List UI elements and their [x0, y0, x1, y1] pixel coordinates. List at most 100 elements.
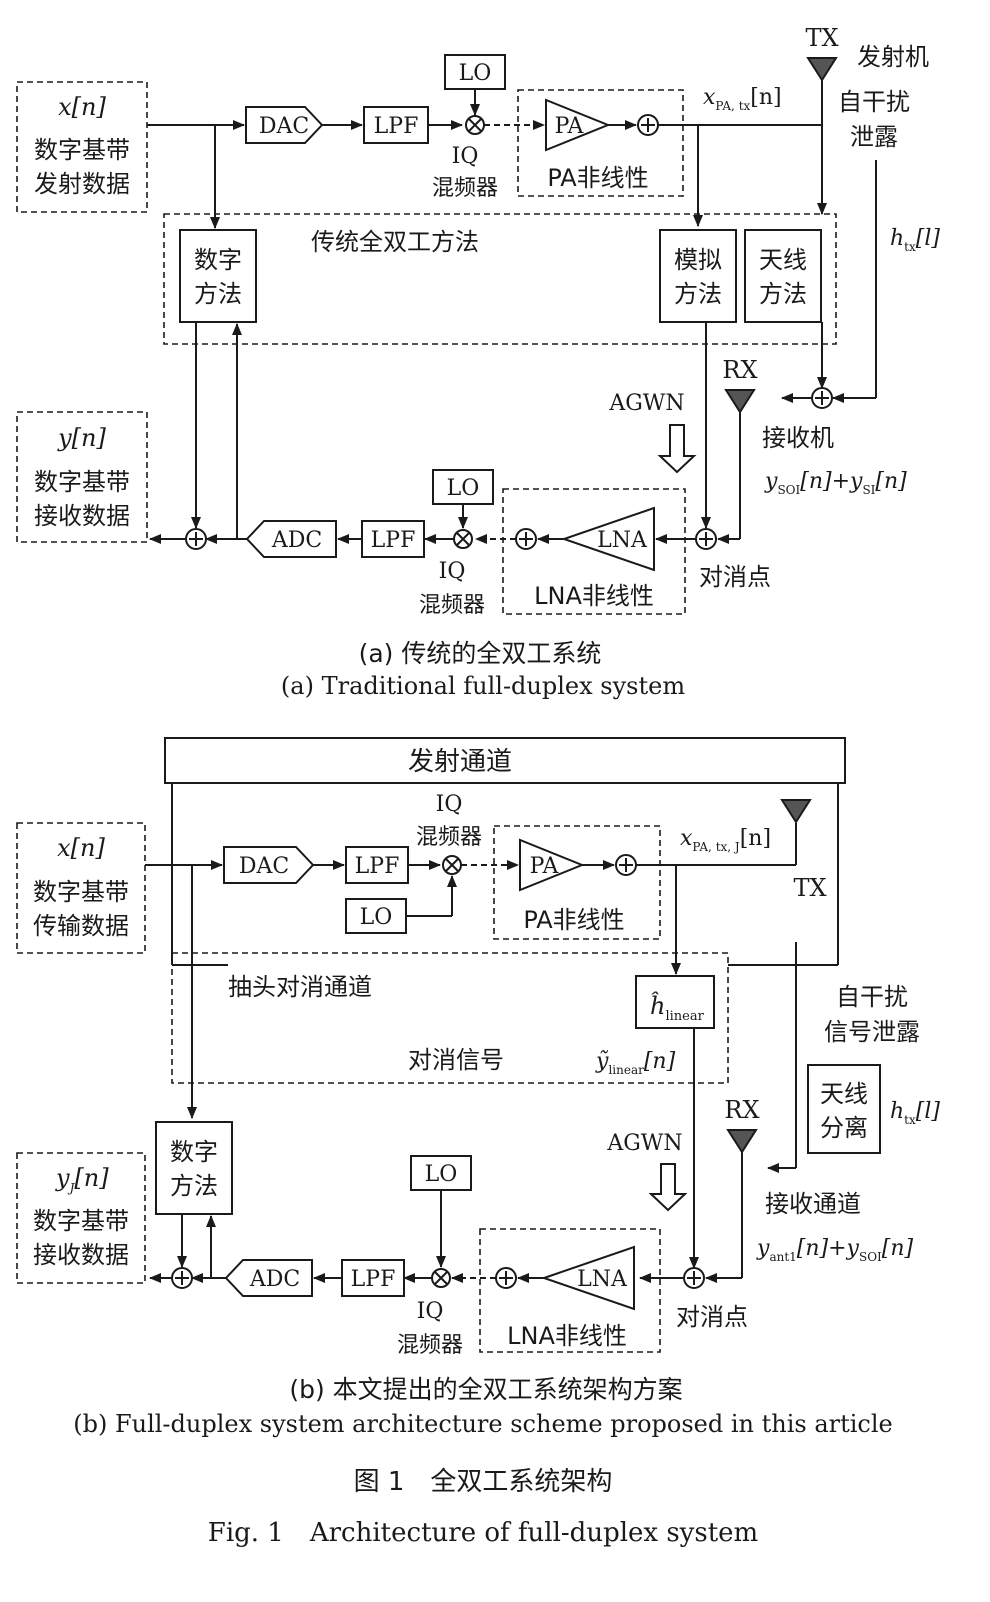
digital-adder-b [171, 1267, 193, 1289]
dac-label-a: DAC [259, 114, 309, 139]
transmitter-label-a: 发射机 [857, 43, 929, 71]
lna-amp-b [540, 1245, 635, 1311]
tap-cancel-box [171, 952, 729, 1084]
lna-nonlinear-box-b [479, 1228, 661, 1353]
leak-line1-b: 自干扰 [836, 983, 908, 1011]
pa-nonlinear-box-a [517, 89, 684, 197]
lna-label-a: LNA [597, 528, 648, 553]
rx-label-a: RX [722, 356, 757, 384]
lo-block-b [345, 898, 407, 934]
lpf2-block-b [341, 1259, 405, 1297]
digital-method-block-b [155, 1121, 233, 1215]
y-linear-label: ỹlinear[n] [595, 1049, 676, 1077]
tx-data-line2-a: 发射数据 [34, 170, 130, 198]
antenna-isolation-line1: 天线 [820, 1080, 868, 1108]
cancel-point-label-b: 对消点 [676, 1303, 748, 1331]
pa-label-a: PA [555, 114, 585, 139]
leak-line1-a: 自干扰 [838, 88, 910, 116]
lpf2-block-a [361, 520, 425, 558]
lna-nonlinear-box-a [502, 488, 686, 615]
y-recv-label-a: ySOI[n]+ySI[n] [764, 469, 907, 497]
mixer-label1-b: IQ [436, 792, 463, 817]
panel-a: x[n] 数字基带 发射数据 DAC LPF LO IQ 混频器 PA [16, 24, 940, 700]
tx-channel-label: 发射通道 [408, 747, 512, 777]
pa-adder-b [615, 854, 637, 876]
traditional-methods-label: 传统全双工方法 [311, 228, 479, 256]
mixer2-label2-a: 混频器 [419, 593, 485, 618]
adc-block-b [224, 1259, 313, 1297]
tx-label-b: TX [793, 874, 826, 902]
antenna-isolation-line2: 分离 [820, 1114, 868, 1142]
leak-line2-a: 泄露 [850, 123, 898, 151]
tx-channel-header [164, 737, 846, 784]
rx-data-box-a [16, 411, 148, 543]
tx-data-box-a [16, 81, 148, 213]
digital-method-block-a [179, 229, 257, 323]
tx-data-line1-a: 数字基带 [34, 136, 130, 164]
mixer2-b [431, 1268, 451, 1288]
mixer2-label1-b: IQ [417, 1299, 444, 1324]
lna-label-b: LNA [577, 1267, 628, 1292]
tx-antenna-a [806, 57, 838, 82]
y-recv-label-b: yant1[n]+ySOI[n] [756, 1236, 914, 1264]
mixer-b [442, 855, 462, 875]
caption-cn-b: (b) 本文提出的全双工系统架构方案 [289, 1375, 682, 1404]
tap-cancel-label: 抽头对消通道 [228, 973, 372, 1001]
lna-adder-a [515, 528, 537, 550]
agwn-arrow-a [657, 424, 697, 474]
rx-antenna-a [724, 389, 756, 414]
leak-line2-b: 信号泄露 [824, 1018, 920, 1046]
antenna-method-line1-a: 天线 [759, 246, 807, 274]
adc-label-b: ADC [249, 1267, 300, 1292]
rx-label-b: RX [724, 1096, 759, 1124]
receiver-label-a: 接收机 [762, 424, 834, 452]
pa-amp-b [519, 838, 585, 892]
rx-data-line1-b: 数字基带 [33, 1207, 129, 1235]
lpf-label-b: LPF [355, 854, 400, 879]
rx-channel-label: 接收通道 [765, 1190, 861, 1218]
panel-b: 发射通道 x[n] 数字基带 传输数据 DAC LPF IQ 混频器 LO [16, 737, 940, 1438]
rx-data-line2-a: 接收数据 [34, 502, 130, 530]
caption-en-a: (a) Traditional full-duplex system [281, 672, 685, 700]
lna-nonlinear-label-a: LNA非线性 [534, 582, 654, 610]
mixer-label1-a: IQ [452, 144, 479, 169]
antenna-isolation-block [807, 1064, 881, 1154]
pa-nonlinear-box-b [493, 825, 661, 940]
adc-block-a [245, 520, 337, 558]
rx-data-line1-a: 数字基带 [34, 468, 130, 496]
analog-method-block-a [659, 229, 737, 323]
rx-adder-a [811, 387, 833, 409]
pa-nonlinear-label-a: PA非线性 [547, 164, 648, 192]
cancel-point-label-a: 对消点 [699, 563, 771, 591]
tx-data-line1-b: 数字基带 [33, 878, 129, 906]
figure-caption-en: Fig. 1 Architecture of full-duplex syste… [208, 1518, 758, 1548]
rx-antenna-b [726, 1129, 758, 1154]
x-pa-label-a: xPA, tx[n] [703, 85, 782, 113]
lo-label-a: LO [459, 61, 492, 86]
dac-block-b [223, 846, 315, 884]
agwn-label-a: AGWN [608, 391, 684, 416]
antenna-method-block-a [744, 229, 822, 323]
mixer2-a [453, 529, 473, 549]
dac-label-b: DAC [239, 854, 289, 879]
tx-antenna-b [780, 799, 812, 824]
lo2-block-a [432, 469, 494, 505]
lna-nonlinear-label-b: LNA非线性 [507, 1322, 627, 1350]
lpf2-label-a: LPF [371, 528, 416, 553]
mixer-a [465, 115, 485, 135]
figure-caption-cn: 图 1 全双工系统架构 [354, 1467, 613, 1497]
cancel-signal-label: 对消信号 [408, 1046, 504, 1074]
dac-block-a [245, 106, 324, 144]
tx-data-box-b [16, 822, 146, 954]
pa-label-b: PA [530, 854, 560, 879]
digital-adder-a [185, 528, 207, 550]
pa-adder-a [637, 114, 659, 136]
lo2-label-b: LO [425, 1162, 458, 1187]
digital-method-line1-a: 数字 [194, 246, 242, 274]
mixer2-label2-b: 混频器 [397, 1333, 463, 1358]
lna-amp-a [560, 506, 655, 572]
digital-method-line2-b: 方法 [170, 1172, 218, 1200]
rx-data-box-b [16, 1152, 146, 1284]
h-linear-label: ĥlinear [650, 991, 705, 1024]
